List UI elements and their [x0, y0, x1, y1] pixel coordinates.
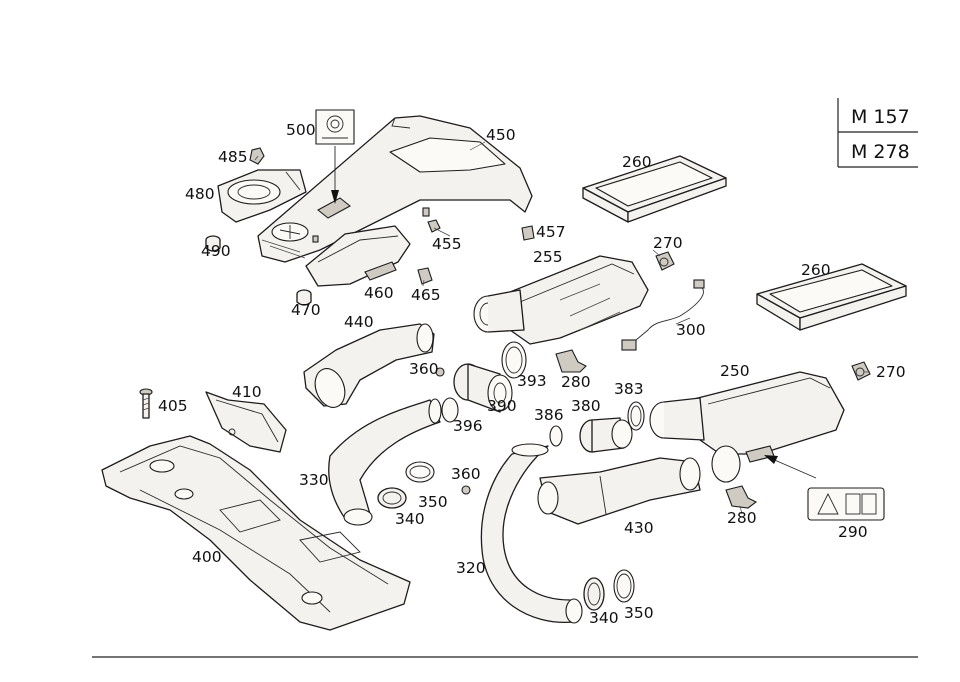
part-number: 393 — [517, 372, 547, 390]
grommet-470 — [296, 289, 312, 306]
engine-cover-450 — [257, 115, 533, 263]
intake-duct-430 — [537, 457, 701, 525]
part-number: 457 — [536, 223, 566, 241]
clip-457 — [521, 225, 535, 241]
clamp-386 — [549, 425, 563, 447]
clip-465 — [417, 267, 433, 285]
part-number: 390 — [487, 397, 517, 415]
part-number: 280 — [727, 509, 757, 527]
sleeve-340-upper — [377, 487, 407, 509]
part-number: 490 — [201, 242, 231, 260]
bracket-410 — [205, 391, 287, 453]
tray-400 — [101, 435, 411, 631]
part-number: 250 — [720, 362, 750, 380]
part-number: 290 — [838, 523, 868, 541]
part-number: 350 — [624, 604, 654, 622]
part-number: 500 — [286, 121, 316, 139]
part-number: 320 — [456, 559, 486, 577]
clip-455 — [427, 219, 441, 233]
air-filter-260-upper — [582, 155, 727, 223]
part-number: 460 — [364, 284, 394, 302]
part-number: 350 — [418, 493, 448, 511]
clamp-383 — [627, 401, 645, 431]
part-number: 485 — [218, 148, 248, 166]
part-number: 440 — [344, 313, 374, 331]
screw-360-upper — [435, 367, 445, 377]
part-number: 260 — [801, 261, 831, 279]
clamp-350-lower — [613, 569, 635, 603]
part-number: 480 — [185, 185, 215, 203]
part-number-labels: 500 450 485 480 490 455 457 460 465 470 … — [158, 121, 906, 627]
leader-lines — [254, 141, 870, 515]
part-number: 400 — [192, 548, 222, 566]
clamp-396 — [441, 397, 459, 423]
part-number: 360 — [409, 360, 439, 378]
clamp-350-upper — [405, 461, 435, 483]
clip-485 — [249, 147, 265, 165]
air-cleaner-housing-250 — [649, 371, 845, 483]
part-number: 450 — [486, 126, 516, 144]
part-number: 270 — [653, 234, 683, 252]
intake-pipe-330 — [328, 398, 442, 526]
bracket-280-upper — [555, 349, 587, 373]
air-cleaner-housing-255 — [473, 255, 649, 345]
part-number: 430 — [624, 519, 654, 537]
part-number: 396 — [453, 417, 483, 435]
bracket-280-lower — [725, 485, 758, 509]
part-number: 455 — [432, 235, 462, 253]
grommet-490 — [205, 235, 221, 252]
model-label-1: M 157 — [851, 106, 910, 128]
model-box: M 157 M 278 — [837, 98, 918, 168]
connector-380 — [579, 417, 633, 453]
part-number: 380 — [571, 397, 601, 415]
intake-duct-440 — [303, 323, 435, 408]
part-number: 410 — [232, 383, 262, 401]
part-number: 470 — [291, 301, 321, 319]
part-number: 465 — [411, 286, 441, 304]
cover-460 — [305, 225, 411, 287]
part-number: 260 — [622, 153, 652, 171]
part-number: 360 — [451, 465, 481, 483]
part-number: 300 — [676, 321, 706, 339]
part-number: 383 — [614, 380, 644, 398]
part-number: 330 — [299, 471, 329, 489]
bolt-405 — [139, 388, 153, 419]
sleeve-340-lower — [583, 577, 605, 611]
part-number: 340 — [395, 510, 425, 528]
air-filter-260-lower — [756, 263, 907, 331]
air-mass-sensor-390 — [453, 363, 513, 413]
part-number: 405 — [158, 397, 188, 415]
warning-label-290 — [764, 455, 885, 521]
model-label-2: M 278 — [851, 141, 910, 163]
part-number: 255 — [533, 248, 563, 266]
part-number: 340 — [589, 609, 619, 627]
screw-360-lower — [461, 485, 471, 495]
cable-300 — [621, 279, 705, 351]
intake-pipe-320 — [480, 443, 583, 624]
part-number: 386 — [534, 406, 564, 424]
part-number: 270 — [876, 363, 906, 381]
sensor-270-lower — [851, 361, 871, 381]
cover-480 — [217, 169, 307, 223]
clamp-393 — [501, 341, 527, 379]
sensor-270-upper — [655, 251, 675, 271]
part-number: 280 — [561, 373, 591, 391]
label-500 — [315, 109, 355, 204]
